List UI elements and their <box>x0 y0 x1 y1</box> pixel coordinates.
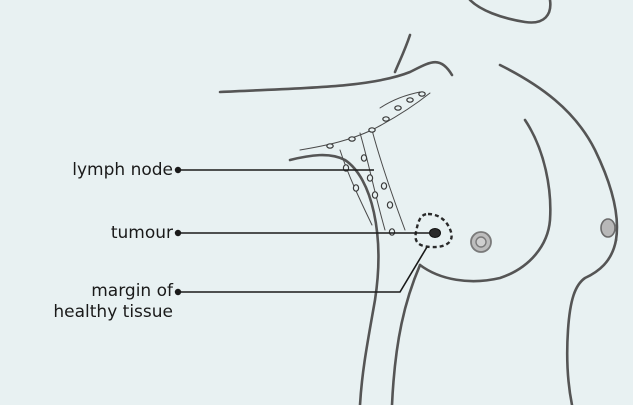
leader-margin <box>178 246 428 293</box>
nipple-icon <box>470 231 492 253</box>
right-nipple-icon <box>600 218 616 238</box>
collarbone <box>393 33 412 74</box>
label-margin-line1: margin of <box>91 281 173 301</box>
leader-dots <box>174 166 182 296</box>
lymph-nodes <box>326 91 426 236</box>
arm-lower-edge <box>288 153 380 405</box>
neck-outline <box>468 0 552 24</box>
dot-tumour <box>174 229 182 237</box>
leader-lines <box>178 169 430 293</box>
label-margin: margin of healthy tissue <box>53 281 173 323</box>
tumour-icon <box>429 228 441 238</box>
label-tumour: tumour <box>110 223 173 243</box>
shoulder-outline <box>498 63 619 242</box>
torso-side <box>390 263 422 405</box>
margin-outline <box>414 212 453 249</box>
arm-upper-edge <box>218 60 454 94</box>
label-margin-line2: healthy tissue <box>53 302 173 322</box>
dot-margin <box>174 288 182 296</box>
label-lymph-node: lymph node <box>72 160 173 180</box>
dot-lymph-node <box>174 166 182 174</box>
right-breast-outline <box>565 238 618 405</box>
breast-outline <box>418 118 552 283</box>
